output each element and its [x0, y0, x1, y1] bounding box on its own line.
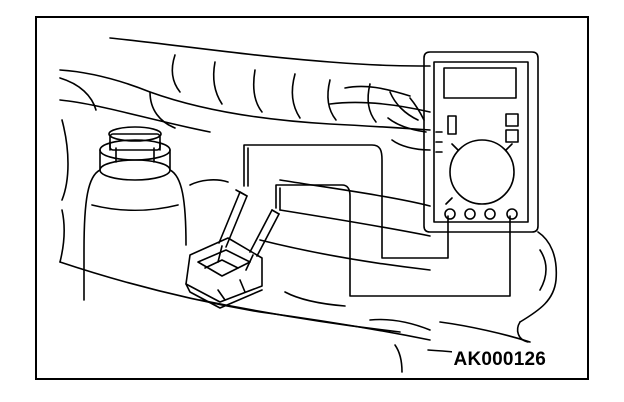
tester-probe-left — [217, 189, 248, 263]
hand-left — [387, 91, 431, 151]
fuel-injector-body — [83, 126, 187, 301]
multimeter-dial — [449, 139, 515, 205]
multimeter-display — [443, 67, 517, 99]
tester-leads — [243, 144, 511, 297]
tester-probe-right — [245, 209, 280, 271]
figure-code-label: AK000126 — [451, 349, 548, 370]
multimeter — [423, 51, 539, 233]
frame-border — [35, 16, 589, 380]
hand-right — [516, 231, 558, 343]
